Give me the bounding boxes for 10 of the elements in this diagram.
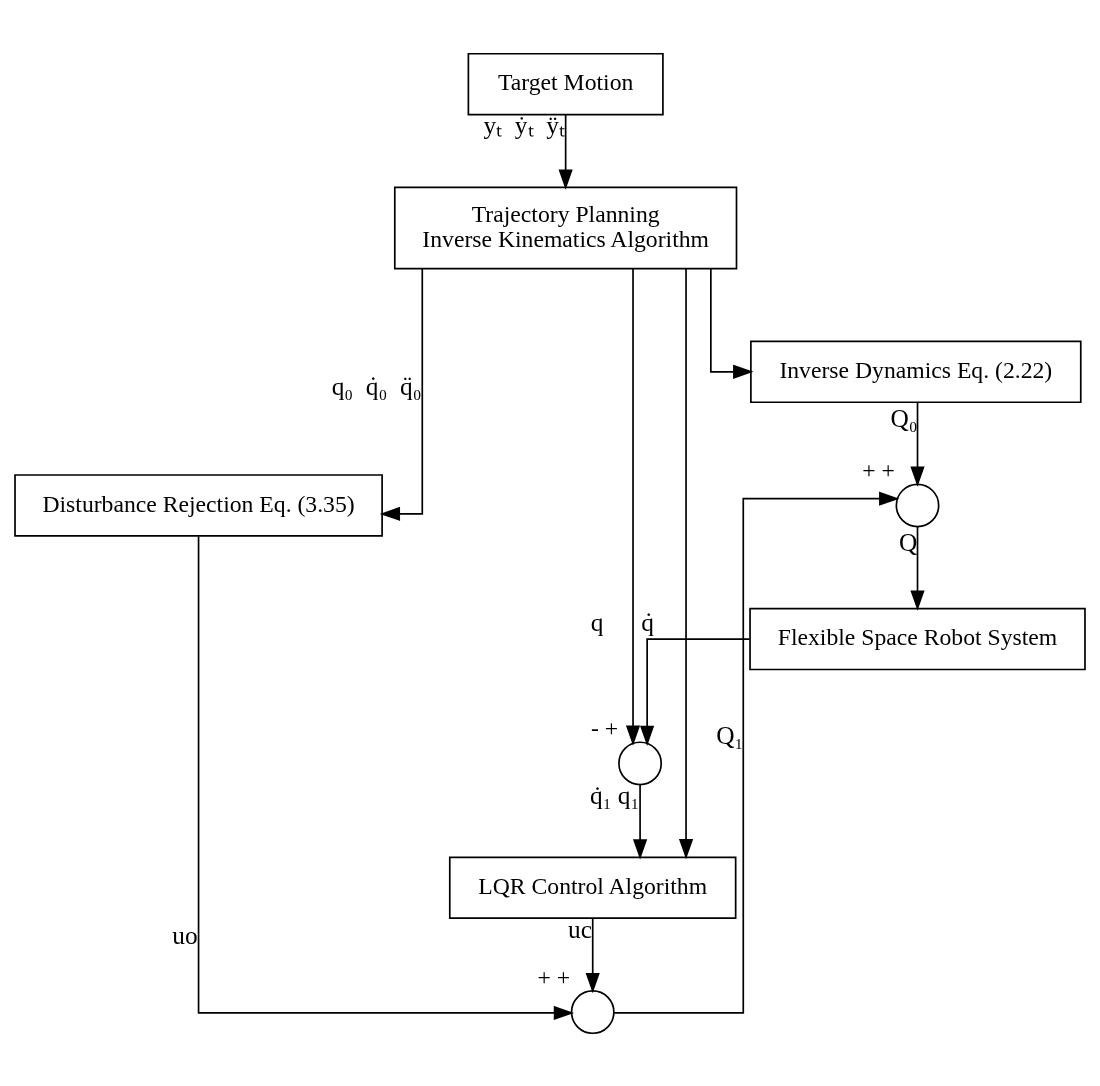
edge-label: Q₁ — [716, 720, 744, 748]
edge-label: q₀ q̇₀ q̈₀ — [331, 371, 422, 400]
edge-label: q̇₁ q₁ — [590, 780, 640, 809]
node-label: - + — [590, 714, 619, 741]
edge-label: uo — [172, 920, 198, 949]
node-label: + + — [537, 963, 571, 990]
edge-label: Q — [899, 527, 918, 556]
edge-label: q q̇ — [590, 607, 655, 636]
node-label: + + — [862, 456, 895, 483]
edge-label: Q₀ — [890, 403, 918, 432]
